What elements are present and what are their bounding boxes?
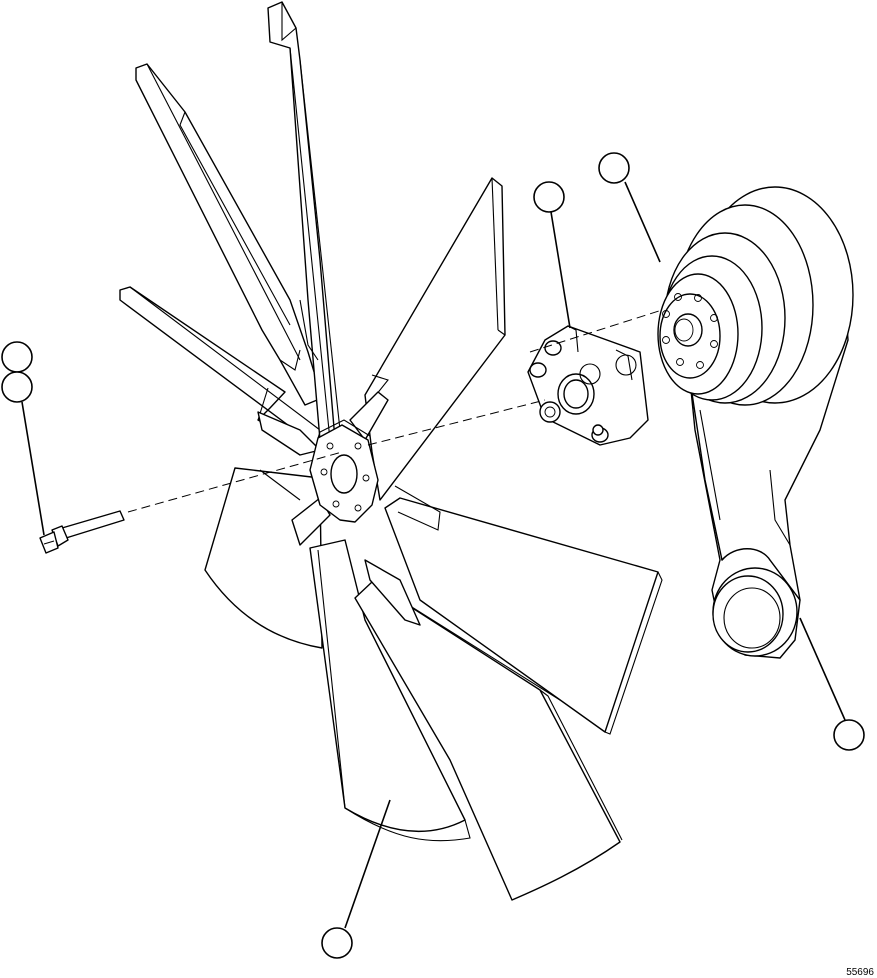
balloon-spacer bbox=[533, 181, 565, 213]
assembly-centerlines bbox=[127, 309, 663, 513]
fan-blade-lower-middle bbox=[309, 539, 471, 842]
fan-blade-lower-right bbox=[354, 581, 623, 901]
balloon-fan bbox=[321, 927, 353, 959]
mounting-bolt bbox=[39, 510, 125, 554]
fan-hub-plate bbox=[309, 419, 379, 523]
fan-assembly bbox=[119, 1, 663, 901]
fan-blade-lower-left bbox=[204, 467, 323, 649]
fan-spacer bbox=[527, 325, 649, 446]
balloon-fan-drive-upper bbox=[598, 152, 630, 184]
fan-hub-stubs bbox=[257, 391, 421, 626]
figure-reference-number: 55696 bbox=[846, 967, 874, 978]
balloon-bolt-a bbox=[1, 341, 33, 373]
fan-blade-upper-right bbox=[364, 177, 506, 501]
balloon-fan-drive-arm bbox=[833, 719, 865, 751]
callouts bbox=[1, 152, 865, 959]
fan-blade-right bbox=[384, 485, 663, 735]
balloon-bolt-b bbox=[1, 371, 33, 403]
fan-drive bbox=[657, 186, 854, 659]
